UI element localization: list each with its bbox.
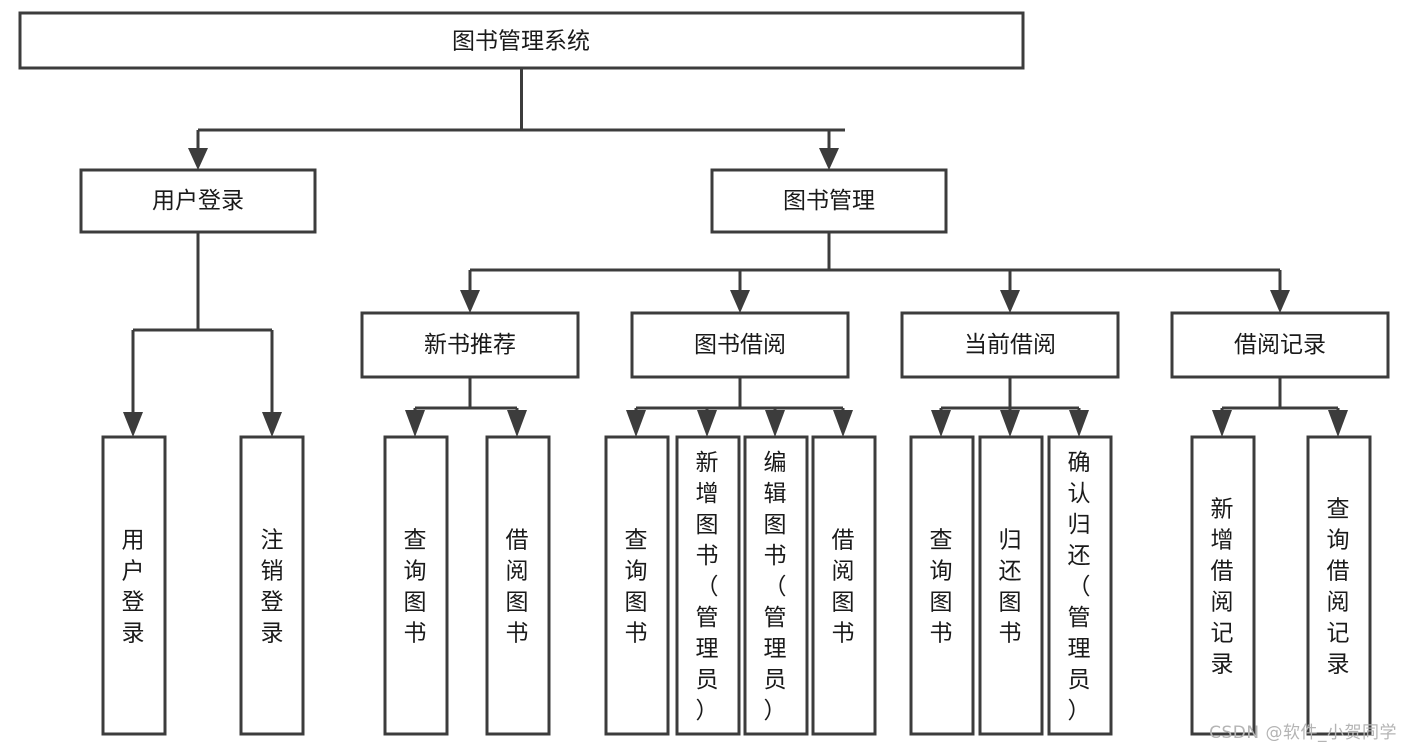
arrow-head-icon [931,410,951,437]
arrow-head-icon [405,410,425,437]
arrow-head-icon [1069,410,1089,437]
nodes-layer: 图书管理系统 用户登录 图书管理 新书推荐 图书借阅 [18,11,1390,736]
node-leaf-logout[interactable]: 注销登录 [239,435,305,736]
node-user-login[interactable]: 用户登录 [79,168,317,234]
node-book-borrow-box[interactable] [630,311,850,379]
node-leaf-query-book-1-label: 查询图书 [404,528,427,647]
node-current-borrow-label: 当前借阅 [964,332,1056,358]
node-root[interactable]: 图书管理系统 [18,11,1025,70]
node-leaf-edit-book-box[interactable] [743,435,809,736]
arrow-head-icon [1328,410,1348,437]
node-book-manage-label: 图书管理 [783,188,875,214]
arrow-head-icon [697,410,717,437]
node-leaf-return-book-label: 归还图书 [999,528,1022,647]
node-book-manage[interactable]: 图书管理 [710,168,948,234]
node-leaf-borrow-book-2-box[interactable] [811,435,877,736]
node-leaf-query-record-box[interactable] [1306,435,1372,736]
node-book-borrow-label: 图书借阅 [694,332,786,358]
arrow-head-icon [626,410,646,437]
node-leaf-query-book-3[interactable]: 查询图书 [909,435,975,736]
arrow-head-icon [765,410,785,437]
arrow-head-icon [819,148,839,170]
node-leaf-user-login-label: 用户登录 [122,528,145,647]
arrow-head-icon [188,148,208,170]
arrow-head-icon [1270,290,1290,313]
node-leaf-edit-book-label: 编辑图书（管理员） [764,450,787,724]
arrow-head-icon [1000,410,1020,437]
node-current-borrow-box[interactable] [900,311,1120,379]
node-leaf-borrow-book-1[interactable]: 借阅图书 [485,435,551,736]
node-leaf-add-book-box[interactable] [675,435,741,736]
node-borrow-record[interactable]: 借阅记录 [1170,311,1390,379]
node-leaf-user-login-box[interactable] [101,435,167,736]
arrow-head-icon [460,290,480,313]
node-leaf-borrow-book-2[interactable]: 借阅图书 [811,435,877,736]
node-root-label: 图书管理系统 [452,29,590,55]
node-new-book-rec-box[interactable] [360,311,580,379]
node-book-borrow[interactable]: 图书借阅 [630,311,850,379]
node-leaf-query-book-3-label: 查询图书 [930,528,953,647]
node-borrow-record-label: 借阅记录 [1234,332,1326,358]
node-root-box[interactable] [18,11,1025,70]
node-leaf-query-book-2-box[interactable] [604,435,670,736]
node-new-book-rec-label: 新书推荐 [424,332,516,358]
node-leaf-confirm-return-label: 确认归还（管理员） [1068,450,1091,724]
node-leaf-query-book-2-label: 查询图书 [625,528,648,647]
node-leaf-query-book-3-box[interactable] [909,435,975,736]
node-leaf-query-record[interactable]: 查询借阅记录 [1306,435,1372,736]
node-leaf-add-book[interactable]: 新增图书（管理员） [675,435,741,736]
arrow-head-icon [123,412,143,437]
arrow-head-icon [507,410,527,437]
node-leaf-add-record-label: 新增借阅记录 [1211,497,1234,678]
node-leaf-confirm-return-box[interactable] [1047,435,1113,736]
arrow-head-icon [1212,410,1232,437]
node-leaf-logout-box[interactable] [239,435,305,736]
node-leaf-add-book-label: 新增图书（管理员） [696,450,719,724]
node-new-book-rec[interactable]: 新书推荐 [360,311,580,379]
node-leaf-borrow-book-1-label: 借阅图书 [506,528,529,647]
csdn-watermark: CSDN @软件_小贺同学 [1209,723,1397,743]
node-leaf-query-book-2[interactable]: 查询图书 [604,435,670,736]
node-leaf-borrow-book-1-box[interactable] [485,435,551,736]
node-leaf-user-login[interactable]: 用户登录 [101,435,167,736]
arrow-head-icon [730,290,750,313]
edges-layer [123,68,1348,437]
node-leaf-return-book-box[interactable] [978,435,1044,736]
arrow-head-icon [262,412,282,437]
node-leaf-query-book-1[interactable]: 查询图书 [383,435,449,736]
node-leaf-query-record-label: 查询借阅记录 [1327,497,1350,678]
node-leaf-logout-label: 注销登录 [261,528,284,647]
node-leaf-borrow-book-2-label: 借阅图书 [832,528,855,647]
arrow-head-icon [1000,290,1020,313]
node-current-borrow[interactable]: 当前借阅 [900,311,1120,379]
node-leaf-add-record-box[interactable] [1190,435,1256,736]
node-borrow-record-box[interactable] [1170,311,1390,379]
node-user-login-label: 用户登录 [152,188,244,214]
node-user-login-box[interactable] [79,168,317,234]
node-leaf-confirm-return[interactable]: 确认归还（管理员） [1047,435,1113,736]
node-leaf-add-record[interactable]: 新增借阅记录 [1190,435,1256,736]
node-leaf-edit-book[interactable]: 编辑图书（管理员） [743,435,809,736]
node-leaf-return-book[interactable]: 归还图书 [978,435,1044,736]
arrow-head-icon [833,410,853,437]
node-leaf-query-book-1-box[interactable] [383,435,449,736]
node-book-manage-box[interactable] [710,168,948,234]
